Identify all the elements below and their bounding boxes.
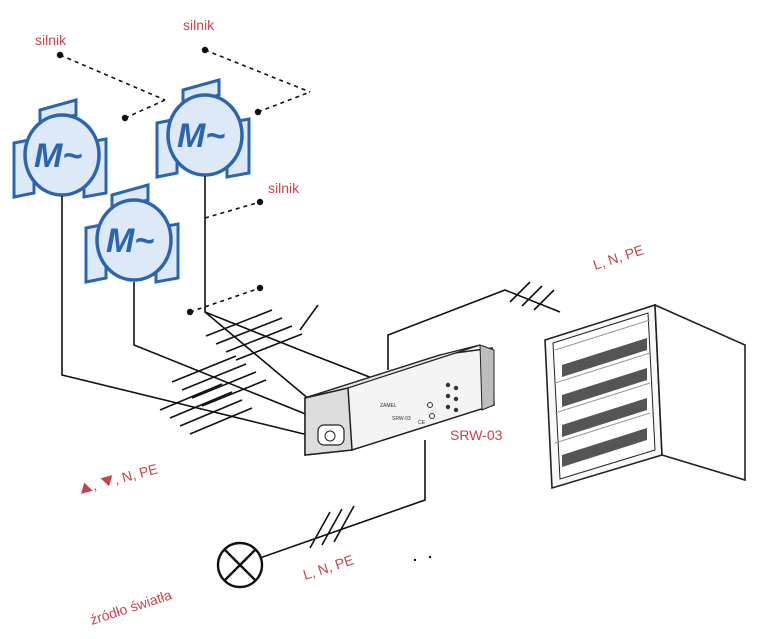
svg-text:M~: M~ bbox=[34, 137, 82, 175]
label-supply-cabinet: L, N, PE bbox=[591, 242, 646, 273]
label-device: SRW-03 bbox=[450, 427, 503, 443]
svg-text:CE: CE bbox=[418, 420, 426, 426]
svg-text:,: , bbox=[90, 477, 98, 493]
motor-icon: M~ bbox=[12, 98, 108, 199]
distribution-cabinet-icon bbox=[544, 303, 746, 490]
label-light-wires: L, N, PE bbox=[301, 552, 356, 583]
motor-right: M~ bbox=[155, 78, 251, 179]
motor-wires bbox=[61, 176, 391, 436]
label-motor-wires-group: , , N, PE bbox=[81, 461, 159, 494]
motor-left: M~ bbox=[12, 98, 108, 199]
svg-text:M~: M~ bbox=[106, 222, 154, 260]
label-motor-middle: silnik bbox=[268, 180, 300, 196]
motor-icon: M~ bbox=[155, 78, 251, 179]
label-motor-wires: , N, PE bbox=[112, 461, 159, 488]
motor-dashed-connections bbox=[56, 46, 311, 316]
motor-middle: M~ bbox=[84, 183, 180, 284]
triangle-down-icon bbox=[100, 475, 113, 487]
svg-text:ZAMEL: ZAMEL bbox=[380, 403, 397, 409]
triangle-up-icon bbox=[81, 482, 93, 494]
label-motor-top-right: silnik bbox=[183, 17, 215, 33]
light-wire bbox=[239, 440, 432, 566]
light-bulb-icon bbox=[216, 541, 264, 589]
svg-text:SRW-03: SRW-03 bbox=[392, 416, 411, 422]
svg-text:M~: M~ bbox=[177, 117, 225, 155]
motor-icon: M~ bbox=[84, 183, 180, 284]
cabinet-supply-wire bbox=[387, 281, 561, 370]
label-light-source: źródło światła bbox=[88, 586, 174, 627]
controller-device-icon: ZAMEL SRW-03 CE bbox=[304, 344, 495, 456]
label-motor-top-left: silnik bbox=[35, 32, 67, 48]
